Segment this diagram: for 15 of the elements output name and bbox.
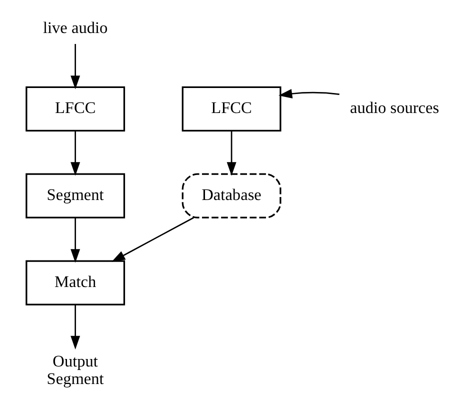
arrow	[70, 44, 80, 90]
node-box: LFCC	[25, 86, 125, 132]
arrow	[278, 88, 339, 98]
node-text: Output Segment	[46, 351, 104, 388]
node-text: live audio	[42, 18, 108, 37]
arrow	[111, 217, 194, 262]
node-box: LFCC	[181, 86, 281, 132]
node-box: Match	[25, 260, 125, 306]
node-text: audio sources	[349, 98, 439, 118]
node-box: Segment	[25, 173, 125, 218]
arrow	[226, 130, 236, 176]
arrow	[70, 304, 80, 350]
arrow	[70, 130, 80, 176]
arrow	[70, 218, 80, 263]
node-box: Database	[181, 173, 281, 218]
